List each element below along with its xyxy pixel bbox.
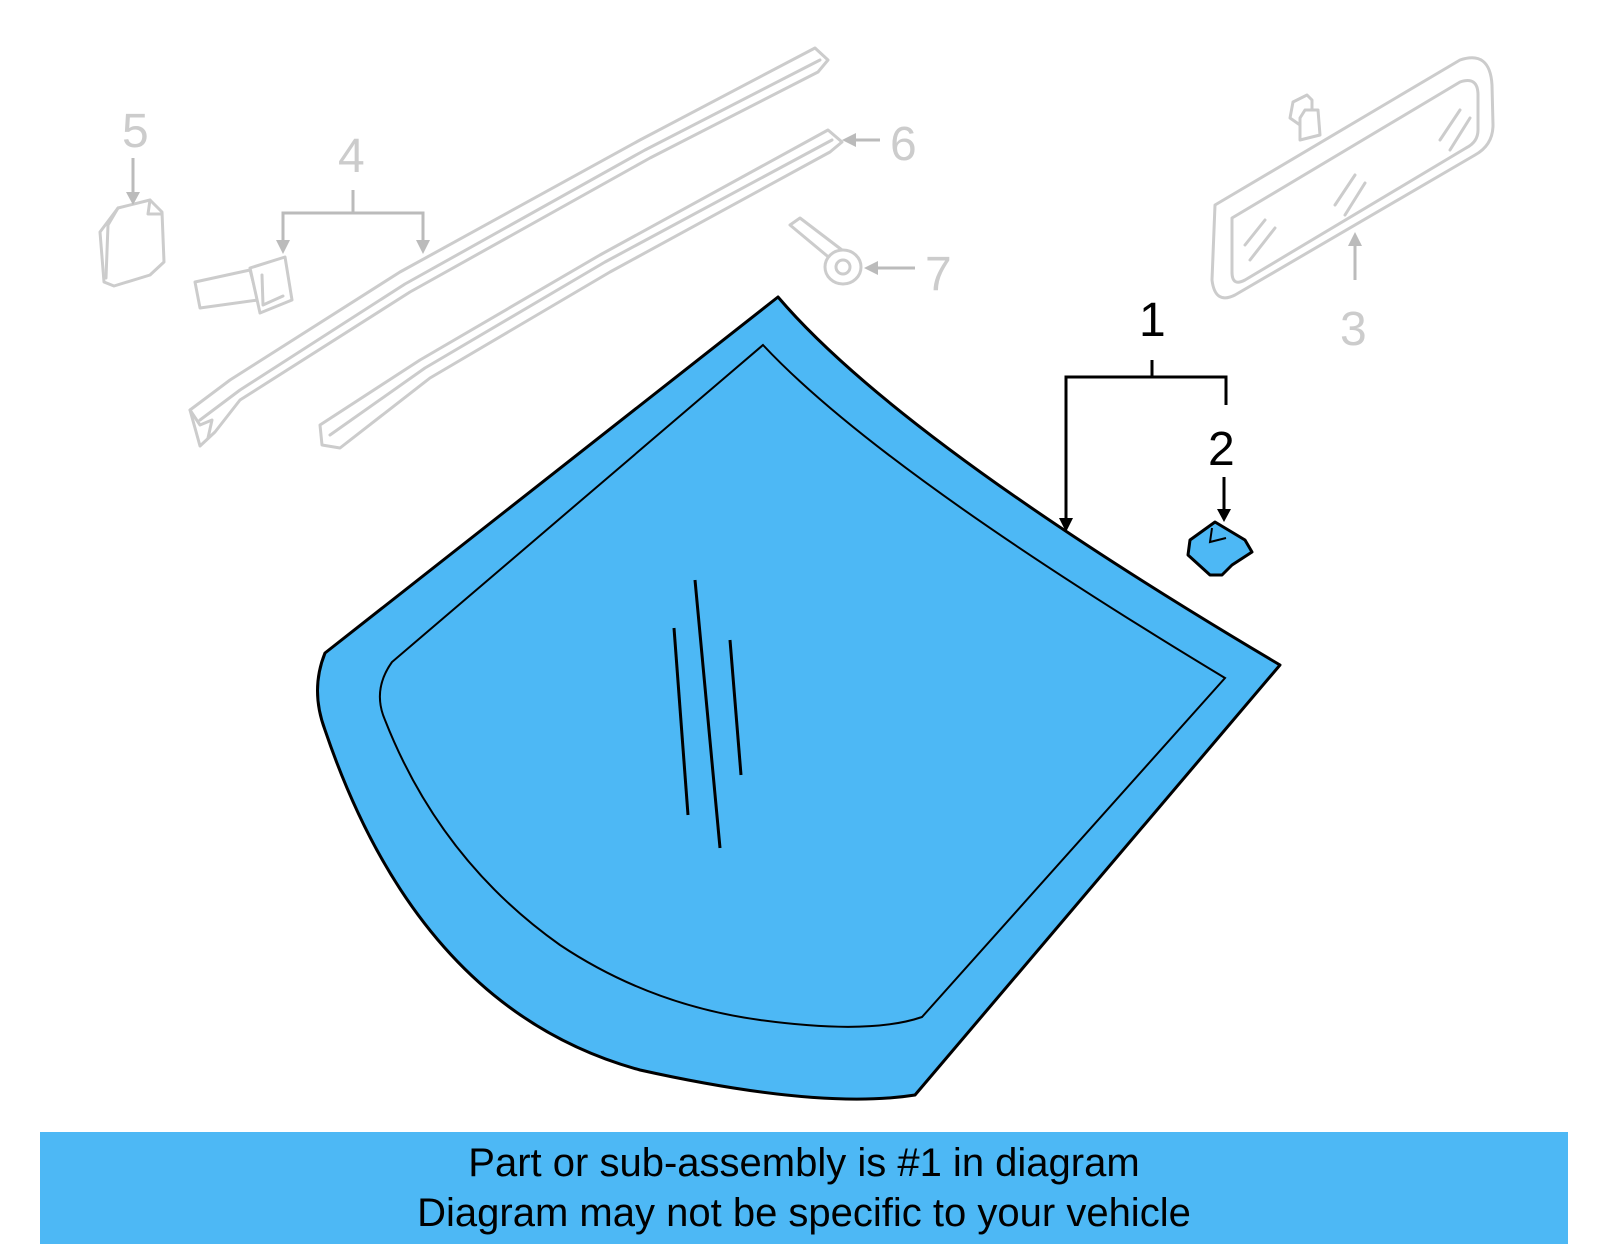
callout-2: 2 xyxy=(1208,423,1235,476)
arrow-4a xyxy=(276,240,290,254)
arrow-4b xyxy=(416,240,430,254)
info-banner: Part or sub-assembly is #1 in diagram Di… xyxy=(40,1132,1568,1244)
arrow-3 xyxy=(1348,232,1362,246)
leader-1-bracket xyxy=(1064,360,1228,525)
callout-6: 6 xyxy=(890,118,917,171)
arrow-6 xyxy=(842,133,856,147)
part-6-moulding xyxy=(318,128,844,450)
callout-1: 1 xyxy=(1139,294,1166,347)
banner-line-1: Part or sub-assembly is #1 in diagram xyxy=(468,1141,1140,1185)
banner-line-2: Diagram may not be specific to your vehi… xyxy=(417,1191,1191,1235)
arrow-2 xyxy=(1217,509,1231,522)
glass-reflection-lines xyxy=(672,579,743,849)
callout-7: 7 xyxy=(925,248,952,301)
part-2-bracket xyxy=(1186,520,1254,577)
part-5-cap xyxy=(98,198,166,288)
part-4-clips xyxy=(193,255,294,315)
arrow-5 xyxy=(126,192,140,205)
arrow-7 xyxy=(864,261,878,275)
callout-5: 5 xyxy=(122,105,149,158)
callout-3: 3 xyxy=(1340,303,1367,356)
part-1-windshield xyxy=(316,295,1282,1101)
leader-4-bracket xyxy=(281,190,425,246)
part-3-mirror xyxy=(1210,56,1495,300)
arrow-1 xyxy=(1059,518,1073,532)
part-7-fastener xyxy=(788,216,863,286)
part-roof-moulding xyxy=(188,46,830,448)
callout-4: 4 xyxy=(338,130,365,183)
